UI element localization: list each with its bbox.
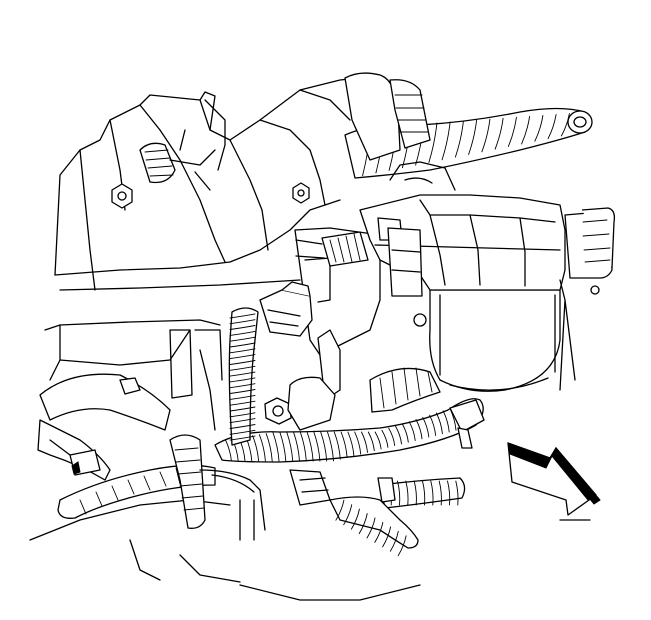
- harness-rib: [366, 517, 376, 539]
- harness-rib: [534, 115, 544, 142]
- left-branch-ribs: [229, 313, 256, 441]
- lower-branch-harness: [369, 367, 441, 413]
- pump-inlet-fitting: [295, 231, 369, 267]
- harness-rib: [468, 119, 478, 155]
- harness-rib: [224, 439, 232, 462]
- harness-rib: [229, 412, 256, 418]
- harness-rib: [560, 113, 570, 137]
- vertical-hose: [344, 72, 431, 161]
- harness-rib: [229, 342, 256, 348]
- harness-rib: [430, 480, 434, 506]
- view-direction-arrow-icon: [507, 442, 601, 516]
- harness-rib: [229, 406, 256, 412]
- harness-rib: [252, 435, 260, 462]
- harness-rib: [350, 508, 360, 530]
- harness-rib: [229, 348, 256, 354]
- harness-rib: [272, 432, 280, 462]
- harness-rib: [374, 431, 382, 450]
- harness-rib: [397, 480, 401, 506]
- harness-rib: [367, 431, 375, 452]
- harness-rib: [358, 513, 368, 535]
- harness-rib: [422, 416, 430, 438]
- harness-rib: [229, 330, 256, 336]
- harness-rib: [405, 480, 409, 506]
- harness-rib: [229, 377, 256, 383]
- harness-rib: [397, 535, 407, 557]
- harness-rib: [381, 429, 389, 448]
- electrical-connector: [259, 281, 313, 337]
- harness-rib: [333, 431, 341, 460]
- lower-left-connector: [49, 439, 101, 476]
- harness-rib: [299, 431, 307, 462]
- harness-rib: [335, 499, 345, 521]
- harness-rib: [428, 122, 438, 163]
- harness-rib: [441, 121, 451, 161]
- harness-rib: [455, 480, 459, 506]
- harness-rib: [429, 414, 437, 436]
- harness-rib: [388, 427, 396, 447]
- harness-rib: [229, 424, 256, 429]
- harness-rib: [229, 313, 256, 319]
- harness-rib: [293, 431, 300, 462]
- harness-rib: [306, 431, 314, 462]
- harness-rib: [389, 530, 399, 552]
- harness-rib: [229, 319, 256, 325]
- upper-left-hose-clamp: [139, 99, 226, 191]
- harness-rib: [347, 431, 355, 457]
- harness-rib: [229, 394, 256, 400]
- bottom-harness-ribs: [335, 480, 459, 557]
- harness-rib: [422, 480, 426, 506]
- harness-rib: [438, 480, 442, 506]
- harness-rib: [279, 431, 287, 462]
- bottom-harness: [289, 469, 466, 557]
- harness-rib: [413, 480, 417, 506]
- left-lower-harness-bundle: [37, 349, 266, 541]
- harness-rib: [258, 434, 266, 462]
- harness-rib: [481, 118, 491, 153]
- harness-rib: [447, 480, 451, 506]
- harness-rib: [229, 365, 256, 371]
- harness-rib: [382, 526, 392, 548]
- harness-rib: [229, 400, 256, 406]
- main-wiring-harness: [214, 398, 485, 463]
- harness-rib: [435, 412, 443, 435]
- harness-rib: [229, 435, 256, 441]
- harness-rib: [229, 354, 256, 360]
- engine-background-structure: [29, 77, 591, 601]
- motor-pump-assembly: [359, 161, 616, 392]
- harness-rib: [521, 115, 531, 145]
- harness-rib: [265, 433, 273, 462]
- harness-rib: [229, 418, 256, 424]
- harness-rib: [395, 425, 402, 445]
- harness-rib: [313, 431, 321, 462]
- harness-rib: [229, 389, 256, 394]
- harness-rib: [494, 117, 504, 150]
- harness-rib: [340, 431, 348, 458]
- harness-rib: [229, 371, 256, 377]
- left-branch-harness: [228, 307, 259, 446]
- harness-rib: [229, 429, 256, 435]
- harness-rib: [507, 116, 517, 147]
- harness-rib: [320, 431, 328, 462]
- harness-rib: [547, 114, 557, 140]
- harness-rib: [442, 410, 450, 433]
- harness-rib: [354, 431, 362, 455]
- harness-rib: [229, 360, 256, 365]
- harness-rib: [229, 383, 256, 389]
- harness-rib: [454, 120, 464, 158]
- harness-rib: [229, 336, 256, 342]
- harness-rib: [286, 431, 294, 462]
- harness-rib: [401, 423, 409, 443]
- harness-rib: [327, 431, 334, 462]
- harness-rib: [343, 504, 353, 526]
- harness-rib: [408, 421, 416, 441]
- harness-rib: [229, 325, 256, 330]
- harness-rib: [415, 419, 423, 440]
- harness-rib: [374, 521, 384, 543]
- harness-rib: [361, 431, 368, 453]
